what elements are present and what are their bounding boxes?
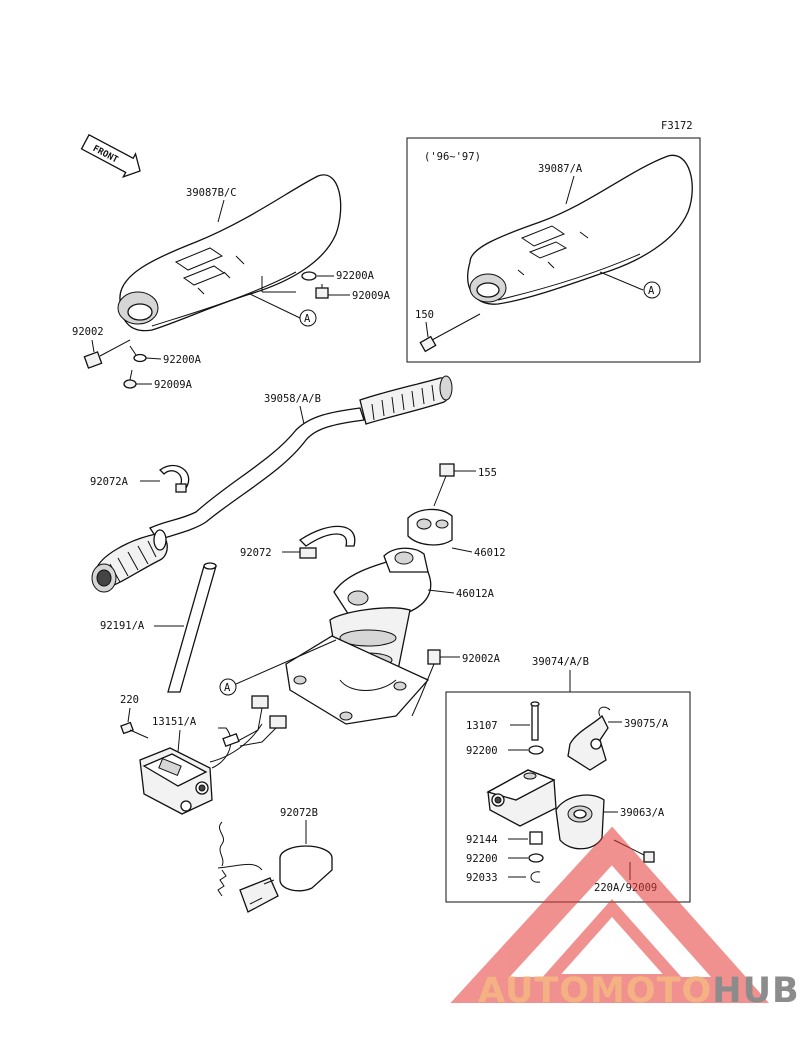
label-13151: 13151/A <box>152 716 197 728</box>
clamp-band-92072a <box>159 464 190 493</box>
bolt-92002a <box>419 649 441 699</box>
washer-92200-b <box>528 853 544 863</box>
label-13107: 13107 <box>466 720 498 732</box>
bolt-upper <box>315 284 329 299</box>
switch-13151 <box>139 695 287 815</box>
main-ref-label: A <box>304 313 311 325</box>
label-39058: 39058/A/B <box>264 393 321 405</box>
label-92009a-low: 92009A <box>154 379 193 391</box>
label-92002: 92002 <box>72 326 104 338</box>
pin-13107 <box>530 701 540 741</box>
handlebar-stand-46012a <box>285 547 432 725</box>
right-grip <box>359 375 453 425</box>
front-arrow-icon: FRONT <box>80 133 141 178</box>
bolt-155 <box>433 463 455 507</box>
spring-wire <box>217 821 263 897</box>
label-39063: 39063/A <box>620 807 665 819</box>
inset-year-label: ('96~'97) <box>424 151 481 163</box>
washer-upper <box>301 271 317 281</box>
main-ref-circle <box>299 309 317 327</box>
handlebar <box>91 375 453 593</box>
label-92002a: 92002A <box>462 653 501 665</box>
label-92191: 92191/A <box>100 620 145 632</box>
stand-ref-label: A <box>224 682 231 694</box>
figure-code: F3172 <box>661 120 693 132</box>
throttle-body <box>486 769 557 827</box>
subassembly-title: 39074/A/B <box>532 656 589 668</box>
collar-92144 <box>529 831 543 845</box>
inset-frame <box>406 137 701 363</box>
clamp-band-92072 <box>298 525 356 559</box>
label-92072: 92072 <box>240 547 272 559</box>
label-92200-b: 92200 <box>466 853 498 865</box>
inset-part-label: 39087/A <box>538 163 583 175</box>
label-92200a-low: 92200A <box>163 354 202 366</box>
connector-b <box>269 715 287 729</box>
watermark-text: AUTOMOTOHUB <box>478 971 800 1011</box>
washer-92200-a <box>528 745 544 755</box>
label-220: 220 <box>120 694 139 706</box>
label-92033: 92033 <box>466 872 498 884</box>
label-46012a: 46012A <box>456 588 495 600</box>
watermark-logo <box>450 826 769 1003</box>
label-92144: 92144 <box>466 834 498 846</box>
bolt-92002 <box>83 339 131 369</box>
watermark-part2: HUB <box>712 971 799 1011</box>
screw-lower <box>123 369 137 389</box>
circlip-92033 <box>530 871 541 883</box>
connector-a <box>251 695 269 709</box>
watermark-part1: AUTOMOTO <box>478 971 712 1011</box>
left-grip <box>91 529 168 593</box>
bracket-92072b <box>239 845 333 913</box>
inset-handlebar-pad <box>467 154 693 305</box>
handlebar-pad <box>117 174 342 332</box>
label-92200-a: 92200 <box>466 745 498 757</box>
label-39087bc: 39087B/C <box>186 187 237 199</box>
inset-ref-circle <box>643 281 661 299</box>
inset-ref-label: A <box>648 285 655 297</box>
lever-39075 <box>567 706 611 771</box>
label-92072b: 92072B <box>280 807 318 819</box>
stand-ref-circle <box>219 678 237 696</box>
washer-lower <box>133 353 147 363</box>
screw-220 <box>120 721 149 739</box>
label-92009a-top: 92009A <box>352 290 391 302</box>
inset-bolt <box>419 313 481 353</box>
label-92072a: 92072A <box>90 476 129 488</box>
label-39075: 39075/A <box>624 718 669 730</box>
label-155: 155 <box>478 467 497 479</box>
inset-bolt-label: 150 <box>415 309 434 321</box>
label-46012: 46012 <box>474 547 506 559</box>
housing-39063 <box>555 794 605 850</box>
tube-92191 <box>167 562 217 693</box>
label-92200a-top: 92200A <box>336 270 375 282</box>
clamp-46012 <box>407 508 453 546</box>
